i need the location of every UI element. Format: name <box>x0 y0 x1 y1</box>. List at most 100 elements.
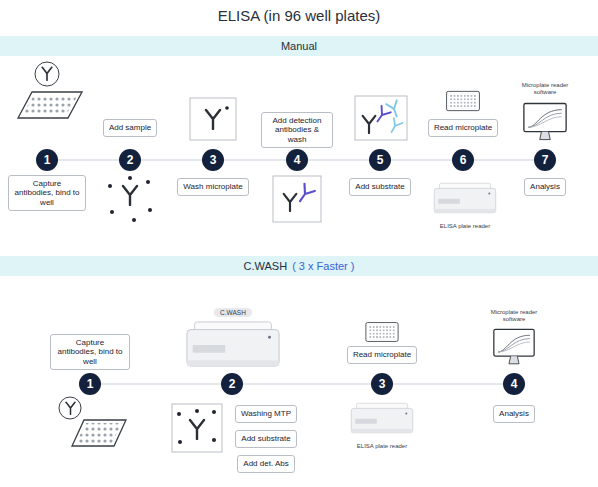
step-connector <box>391 159 452 160</box>
sample-icon <box>110 210 114 214</box>
device-tag: C.WASH <box>214 308 252 317</box>
callout-number: 1 <box>87 377 94 391</box>
label-text: Microplate reader software <box>483 309 545 323</box>
node-text: Capture antibodies, bind to well <box>14 179 80 208</box>
substrate-icon <box>355 96 407 140</box>
caption-label: Microplate reader software <box>514 82 576 96</box>
callout-number: 4 <box>511 377 518 391</box>
step-connector <box>308 159 369 160</box>
step-box: Add det. Abs <box>237 455 294 473</box>
step-connector <box>224 159 286 160</box>
node-text: ( 3 x Faster ) <box>292 260 354 272</box>
node-text: Add substrate <box>355 182 404 192</box>
callout-number: 3 <box>379 377 386 391</box>
cwash-device <box>187 322 279 366</box>
caption-label: Microplate reader software <box>483 309 545 323</box>
step-box: Add sample <box>103 119 157 137</box>
microplate-icon <box>447 91 480 110</box>
node-text: Analysis <box>530 182 560 192</box>
sample-icon <box>123 186 137 205</box>
capture-plate-icon <box>59 397 126 446</box>
software-monitor <box>494 329 534 363</box>
label-text: Microplate reader software <box>514 82 576 96</box>
node-text: Analysis <box>499 409 529 419</box>
node-text: Manual <box>281 40 317 52</box>
callout-number: 1 <box>44 153 51 167</box>
software-monitor <box>524 104 566 140</box>
node-text: Add det. Abs <box>243 459 288 469</box>
sample-icon <box>148 208 152 212</box>
capture-plate-icon <box>42 67 52 80</box>
node-text: Add detection antibodies & wash <box>267 116 327 145</box>
step-box: Wash microplate <box>177 178 248 196</box>
node-text: Wash microplate <box>183 182 242 192</box>
substrate-icon <box>373 106 391 125</box>
wash-icon <box>190 98 236 140</box>
sample-icon <box>128 176 132 180</box>
section-band: Manual <box>0 36 598 56</box>
sample-icon <box>108 184 112 188</box>
callout-number: 2 <box>127 153 134 167</box>
cwash-device <box>187 322 279 366</box>
step-number: 1 <box>36 149 58 171</box>
step-box: Analysis <box>524 178 566 196</box>
plate-reader-device <box>351 403 412 432</box>
sample-icon <box>108 176 152 222</box>
step-box: Add substrate <box>349 178 410 196</box>
sample-icon <box>178 440 182 444</box>
substrate-icon <box>363 116 376 133</box>
step-number: 2 <box>221 373 243 395</box>
step-box: Analysis <box>493 405 535 423</box>
callout-number: 3 <box>210 153 217 167</box>
step-number: 4 <box>503 373 525 395</box>
step-connector <box>474 159 534 160</box>
step-connector <box>393 383 503 384</box>
step-connector <box>101 383 221 384</box>
sample-icon <box>195 409 199 413</box>
capture-plate-icon <box>66 402 75 414</box>
label-text: ELISA plate reader <box>347 443 417 450</box>
microplate-icon <box>366 323 398 342</box>
node-text: C.WASH <box>220 309 246 316</box>
step-box: Add substrate <box>235 430 296 448</box>
step-box: Washing MTP <box>235 405 297 423</box>
node-text: Add sample <box>109 123 151 133</box>
step-number: 2 <box>119 149 141 171</box>
substrate-icon <box>386 100 402 118</box>
step-number: 3 <box>202 149 224 171</box>
step-box: Read microplate <box>347 346 417 364</box>
node-text: Read microplate <box>434 123 492 133</box>
plate-reader-device <box>434 183 495 212</box>
plate-reader-device <box>434 183 495 212</box>
substrate-icon <box>387 118 402 134</box>
callout-number: 4 <box>294 153 301 167</box>
sample-icon <box>190 420 204 439</box>
diagram-title: ELISA (in 96 well plates) <box>218 7 381 24</box>
callout-number: 5 <box>377 153 384 167</box>
section-band: C.WASH( 3 x Faster ) <box>0 256 598 276</box>
callout-number: 6 <box>460 153 467 167</box>
step-number: 1 <box>79 373 101 395</box>
sample-icon <box>146 180 150 184</box>
step-number: 7 <box>534 149 556 171</box>
sample-icon <box>172 404 222 452</box>
step-box: Add detection antibodies & wash <box>261 112 333 149</box>
software-monitor <box>494 329 534 363</box>
capture-plate-icon <box>72 420 126 446</box>
detection-icon <box>273 176 321 222</box>
step-box: Read microplate <box>428 119 498 137</box>
callout-number: 2 <box>229 377 236 391</box>
detection-icon <box>295 184 315 205</box>
node-text: Read microplate <box>353 350 411 360</box>
plate-reader-device <box>351 403 412 432</box>
step-box: Capture antibodies, bind to well <box>8 175 86 212</box>
callout-number: 7 <box>542 153 549 167</box>
sample-icon <box>177 412 181 416</box>
microplate-icon <box>366 323 398 342</box>
capture-plate-icon <box>22 95 78 115</box>
step-number: 4 <box>286 149 308 171</box>
wash-icon <box>206 110 220 129</box>
sample-icon <box>212 410 216 414</box>
software-monitor <box>524 104 566 140</box>
